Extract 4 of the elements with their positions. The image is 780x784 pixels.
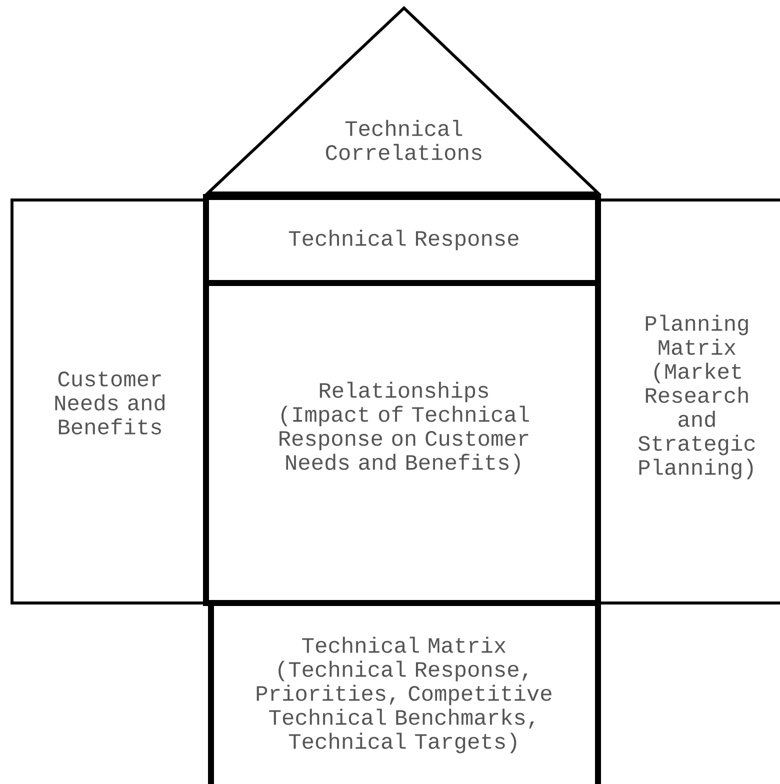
bottom-box: Technical Matrix (Technical Response, Priorities, Competitive Technical Benchmarks, Technical Targets) bbox=[208, 600, 601, 784]
side-box: Customer Needs and Benefits bbox=[10, 198, 208, 604]
side-box: Planning Matrix (Market Research and Strategic Planning) bbox=[596, 198, 780, 604]
header-box: Technical Response bbox=[203, 194, 601, 286]
